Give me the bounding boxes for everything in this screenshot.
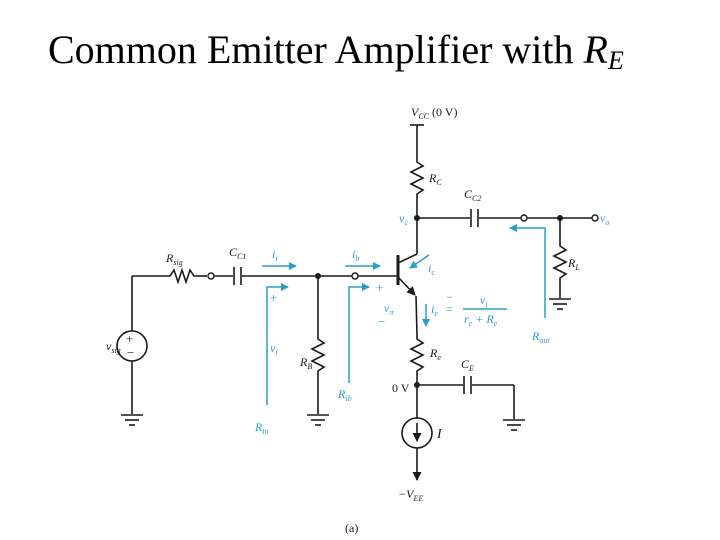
title-subscript: E <box>607 46 624 75</box>
label-fraction-denominator: re + Re <box>464 312 498 328</box>
rout-arrow <box>509 224 546 318</box>
slide-title: Common Emitter Amplifier with RE <box>48 26 624 76</box>
label-rl: RL <box>567 256 580 272</box>
label-rc: RC <box>428 171 442 187</box>
source-minus: − <box>127 345 134 360</box>
title-text: Common Emitter Amplifier with <box>48 27 584 72</box>
input-terminal <box>207 272 215 280</box>
label-rin: Rin <box>254 420 269 436</box>
label-rb: RB <box>299 355 312 371</box>
collector-resistor-rc <box>409 158 425 198</box>
bypass-capacitor-ce <box>463 376 472 394</box>
ground-symbol-rb <box>307 414 329 426</box>
label-re: Re <box>429 346 441 362</box>
label-ie: ie <box>431 302 438 318</box>
ic-arrow <box>409 254 430 269</box>
label-vo: vo <box>600 211 609 227</box>
vo-terminal <box>591 214 599 222</box>
label-i: I <box>436 427 443 442</box>
label-vee: −VEE <box>398 487 423 503</box>
label-vsig: vsig <box>106 339 121 355</box>
label-ce: CE <box>461 357 474 373</box>
label-vpi: vπ <box>384 301 394 317</box>
label-vc: vc <box>399 211 408 227</box>
label-ii: ii <box>272 247 278 263</box>
base-terminal <box>351 272 359 280</box>
label-plus-base: + <box>376 280 383 295</box>
label-ib: ib <box>352 247 359 263</box>
emitter-resistor-re <box>409 335 425 375</box>
label-cc1: CC1 <box>229 245 246 261</box>
current-source-i <box>401 417 433 449</box>
label-rib: Rib <box>337 387 352 403</box>
source-plus: + <box>126 331 133 346</box>
label-equals: = <box>446 302 453 316</box>
label-minus-ie: − <box>446 290 453 304</box>
label-fraction-numerator: vi <box>480 293 488 309</box>
bias-resistor-rb <box>310 335 326 375</box>
rib-arrow <box>348 283 370 383</box>
label-minus-emitter: − <box>378 314 385 329</box>
npn-transistor <box>396 253 418 296</box>
output-terminal <box>520 214 528 222</box>
ground-symbol-source <box>121 414 143 426</box>
label-zero-v: 0 V <box>392 381 410 395</box>
source-resistor-rsig <box>166 267 198 285</box>
coupling-capacitor-cc1 <box>233 267 242 285</box>
rin-arrow <box>266 283 289 405</box>
label-vi: vi <box>270 341 278 357</box>
label-plus-input: + <box>270 290 277 305</box>
label-rsig: Rsig <box>165 251 183 267</box>
vcc-supply <box>410 124 424 158</box>
title-variable: R <box>583 27 608 72</box>
label-rout: Rout <box>531 329 550 345</box>
label-ic: ic <box>428 261 435 277</box>
figure-caption: (a) <box>345 521 358 535</box>
coupling-capacitor-cc2 <box>470 209 479 227</box>
label-cc2: CC2 <box>464 187 481 203</box>
ground-symbol-load <box>549 298 571 310</box>
ground-symbol-ce <box>503 419 525 431</box>
load-resistor-rl <box>552 242 568 282</box>
label-vcc: VCC (0 V) <box>411 105 457 121</box>
